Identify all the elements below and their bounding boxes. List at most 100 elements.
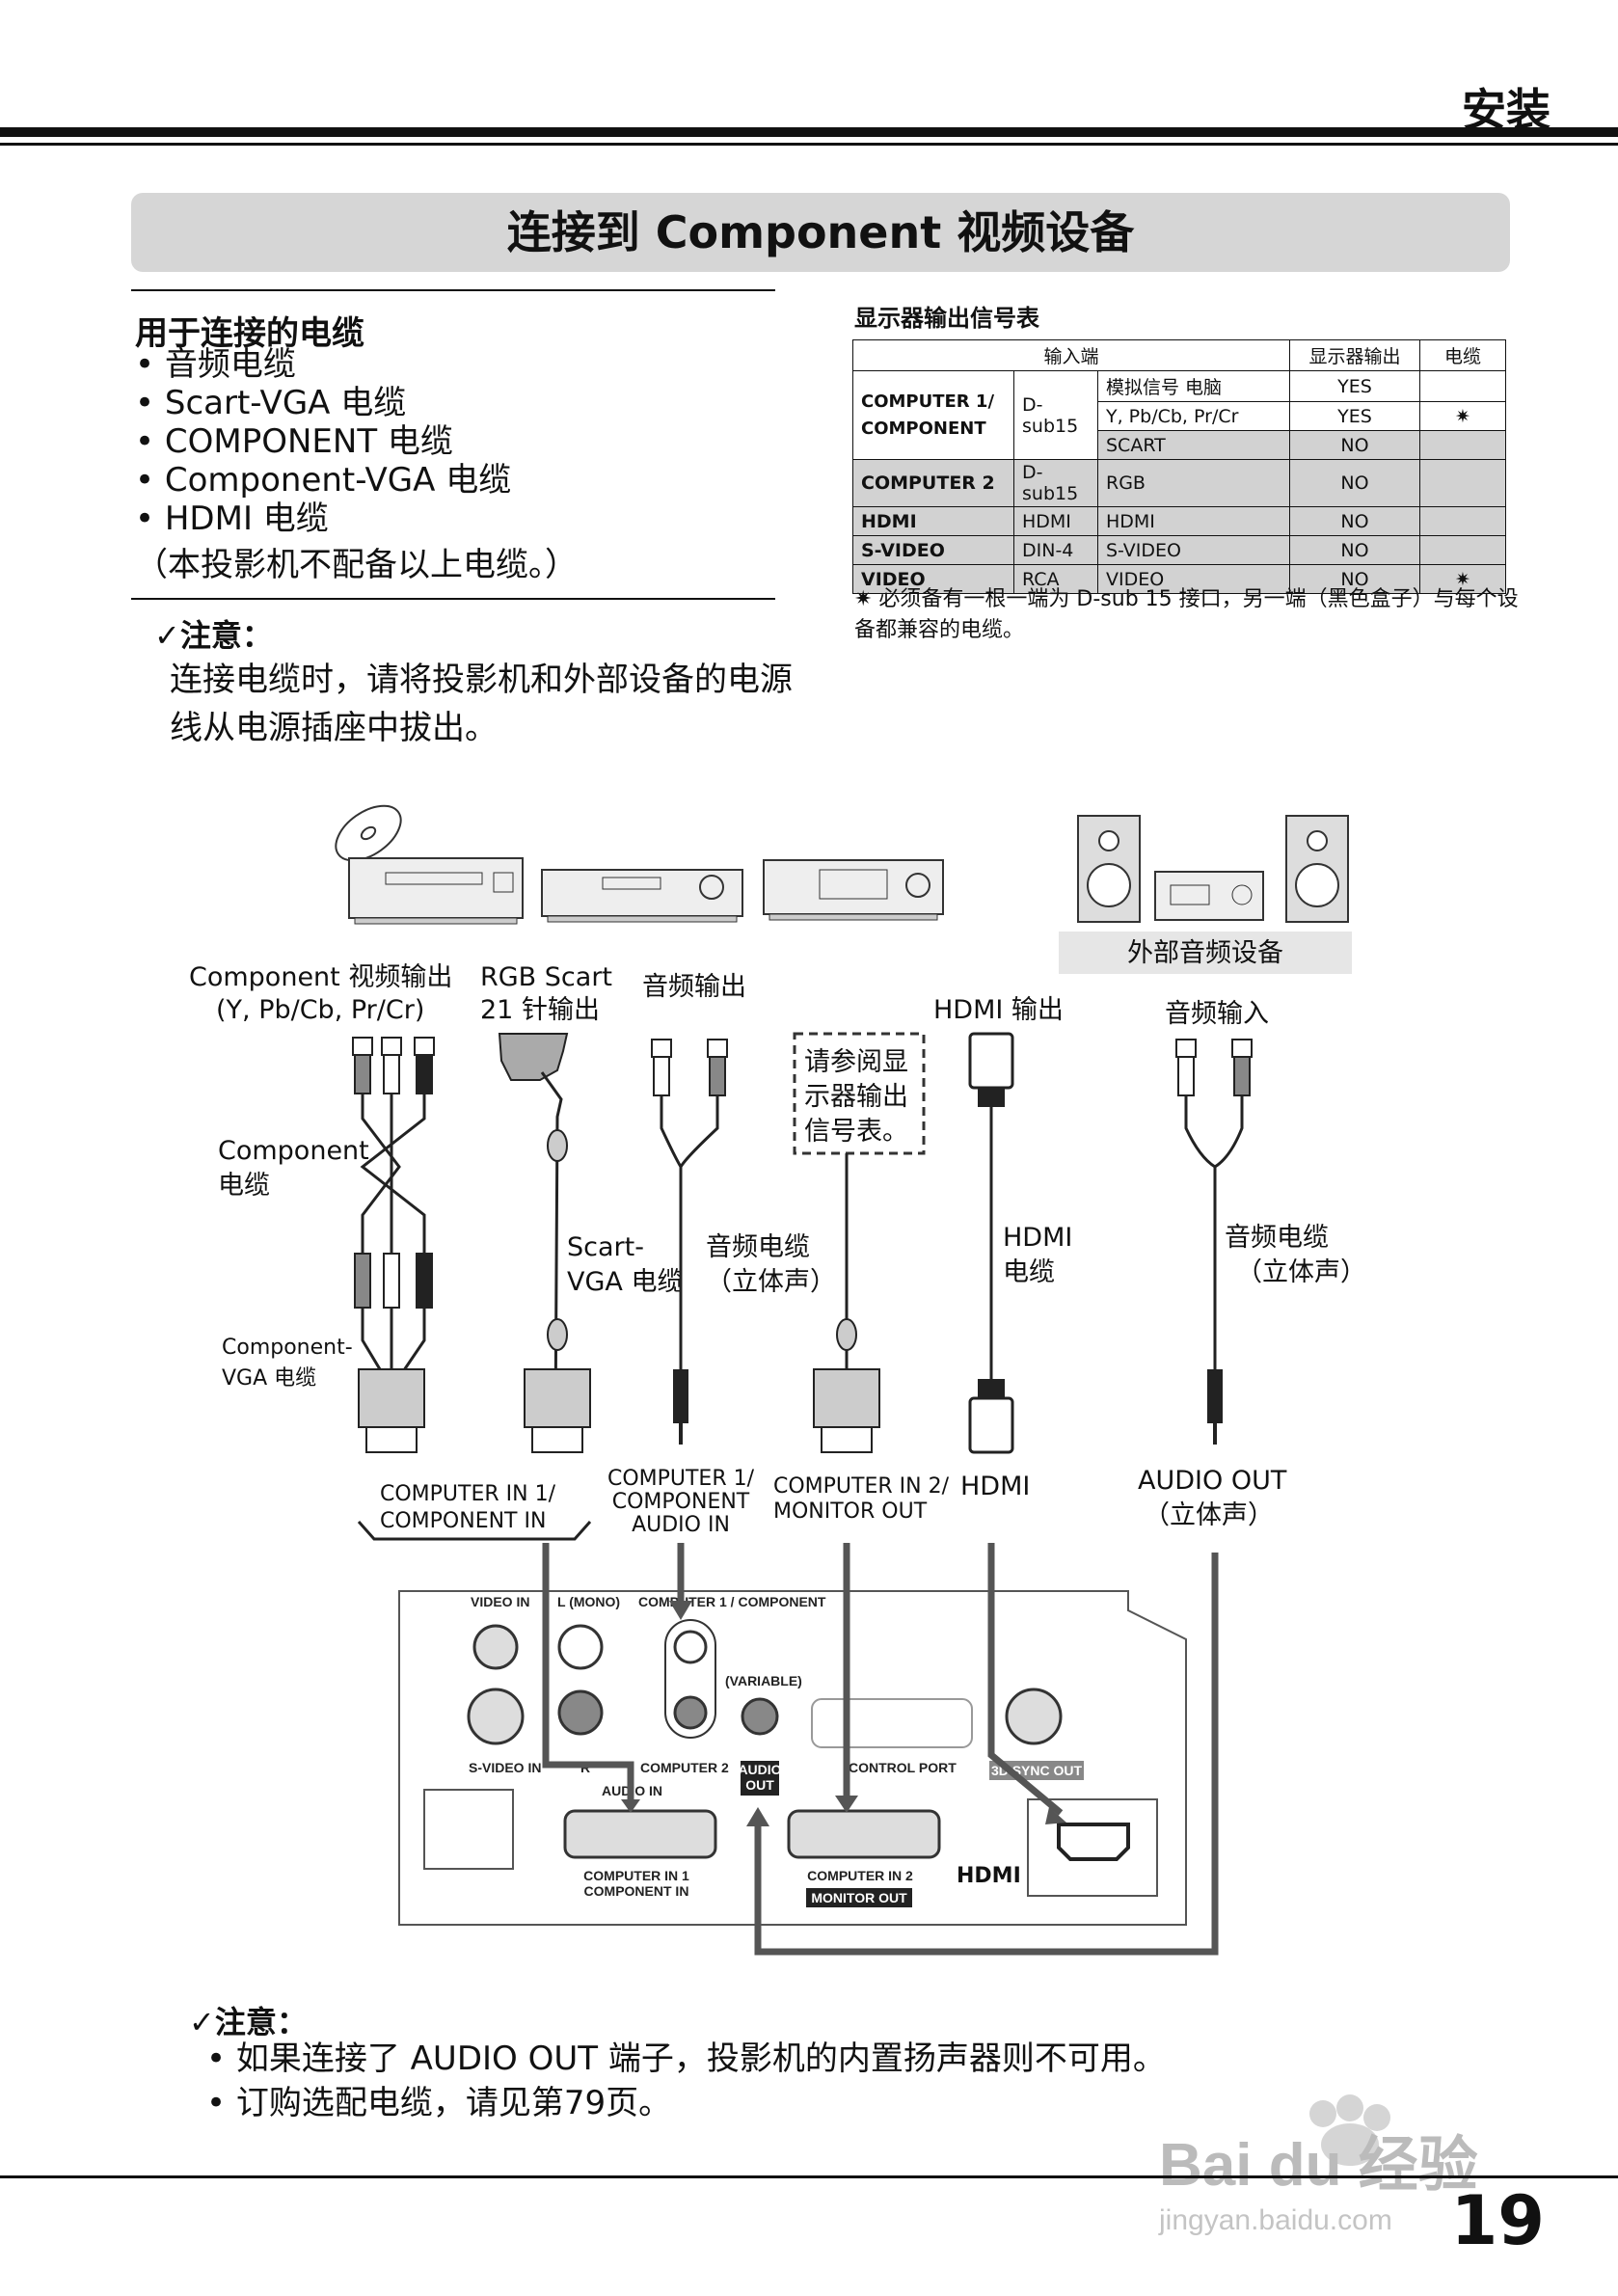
rca-plug-icon: [1232, 1040, 1252, 1057]
note-item: • 订购选配电缆，请见第79页。: [206, 2081, 1166, 2125]
computer-in2-label: COMPUTER IN 2/: [773, 1474, 950, 1499]
hdmi-plug-neck: [978, 1088, 1005, 1107]
panel-label: CONTROL PORT: [849, 1760, 957, 1775]
watermark-brand: Bai du 经验: [1159, 2132, 1478, 2199]
table-cell: [1420, 460, 1506, 507]
computer-in1-sub: COMPONENT IN: [380, 1509, 546, 1533]
comp1-audio-sub: AUDIO IN: [632, 1513, 730, 1537]
table-header-row: 输入端 显示器输出 电缆: [853, 340, 1506, 371]
table-cell: RGB: [1098, 460, 1290, 507]
control-port-icon: [812, 1699, 972, 1747]
computer-in2-port-icon: [789, 1811, 939, 1857]
rca-plug-icon: [1178, 1057, 1194, 1095]
comp1-audio-label: COMPUTER 1/: [607, 1467, 755, 1491]
scart-vga-label: Scart-: [567, 1232, 644, 1262]
table-cell: [1420, 507, 1506, 536]
note-item: • 如果连接了 AUDIO OUT 端子，投影机的内置扬声器则不可用。: [206, 2037, 1166, 2081]
audio-cable-r-sub: （立体声）: [1236, 1257, 1366, 1287]
cable-item: • HDMI 电缆: [135, 500, 511, 538]
table-cell: NO: [1290, 536, 1420, 565]
table-cell: YES: [1290, 402, 1420, 431]
audio-out-port-label: AUDIO OUT: [1138, 1466, 1287, 1496]
table-cell: NO: [1290, 460, 1420, 507]
mini-jack-tip: [679, 1423, 683, 1445]
panel-label: COMPONENT IN: [584, 1883, 689, 1899]
table-cell: D-sub15: [1014, 371, 1098, 460]
panel-label: AUDIO: [738, 1762, 781, 1777]
mini-jack-tip: [1213, 1423, 1217, 1445]
hdmi-logo: HDMI: [957, 1864, 1021, 1888]
audio-jack-icon: [675, 1632, 706, 1662]
ferrite-core-icon: [548, 1319, 567, 1350]
vcr-icon: [542, 870, 742, 922]
table-cell: S-VIDEO: [1098, 536, 1290, 565]
dvd-player-icon: [349, 858, 523, 924]
audio-cable-r-label: 音频电缆: [1225, 1223, 1329, 1253]
audio-cable-stereo: [661, 1094, 717, 1369]
audio-out-label: 音频输出: [642, 972, 746, 1002]
cable-item: • COMPONENT 电缆: [135, 422, 511, 461]
component-cable-label: Component: [218, 1136, 369, 1166]
title-banner: 连接到 Component 视频设备: [131, 193, 1510, 272]
table-cell: ✷: [1420, 402, 1506, 431]
see-table-line: 信号表。: [804, 1117, 908, 1147]
header-rule-thin: [0, 143, 1618, 146]
note-label: ✓注意：: [154, 611, 273, 656]
panel-label: COMPUTER IN 1: [583, 1868, 689, 1883]
table-footnote: ✷ 必须备有一根一端为 D-sub 15 接口，另一端（黑色盒子）与每个设备都兼…: [854, 584, 1520, 646]
table-cell: [1420, 371, 1506, 402]
hdmi-cable-label: HDMI: [1003, 1223, 1072, 1253]
audio-cable-label: 音频电缆: [706, 1232, 810, 1262]
computer-in1-port-icon: [565, 1811, 715, 1857]
divider: [131, 289, 775, 291]
table-row: COMPUTER 2 D-sub15 RGB NO: [853, 460, 1506, 507]
table-cell: HDMI: [1098, 507, 1290, 536]
component-out-label: Component 视频输出: [189, 962, 452, 992]
table-row: S-VIDEO DIN-4 S-VIDEO NO: [853, 536, 1506, 565]
table-cell: Y, Pb/Cb, Pr/Cr: [1098, 402, 1290, 431]
vga-connector-icon: [814, 1369, 879, 1452]
hdmi-plug-neck: [978, 1379, 1005, 1398]
hdmi-plug-icon: [970, 1398, 1012, 1452]
cables-note: （本投影机不配备以上电缆。）: [135, 538, 578, 585]
vga-connector-icon: [525, 1369, 590, 1452]
component-out-sub: (Y, Pb/Cb, Pr/Cr): [216, 995, 424, 1025]
rca-plug-icon: [1176, 1040, 1196, 1057]
audio-l-jack-icon: [559, 1626, 602, 1668]
computer-in1-label: COMPUTER IN 1/: [380, 1482, 556, 1506]
table-cell: DIN-4: [1014, 536, 1098, 565]
audio-out-jack-icon: [742, 1699, 777, 1734]
component-cable: [363, 1094, 424, 1389]
panel-label: VIDEO IN: [471, 1594, 529, 1609]
panel-label: (VARIABLE): [725, 1673, 802, 1688]
table-cell: HDMI: [853, 507, 1014, 536]
lan-port-icon: [424, 1790, 513, 1869]
cable-item: • Scart-VGA 电缆: [135, 384, 511, 422]
note-list: • 如果连接了 AUDIO OUT 端子，投影机的内置扬声器则不可用。 • 订购…: [206, 2037, 1166, 2125]
table-cell: [1420, 536, 1506, 565]
cable-item: • Component-VGA 电缆: [135, 461, 511, 500]
table-caption: 显示器输出信号表: [854, 299, 1039, 333]
panel-label: L (MONO): [557, 1594, 620, 1609]
component-vga-label: Component-: [222, 1336, 353, 1360]
rca-plug-icon: [1234, 1057, 1250, 1095]
mini-jack-plug-icon: [673, 1369, 688, 1423]
see-table-line: 示器输出: [804, 1082, 908, 1112]
signal-table: 输入端 显示器输出 电缆 COMPUTER 1/ COMPONENT D-sub…: [852, 339, 1506, 594]
cable-item: • 音频电缆: [135, 345, 511, 384]
scart-vga-sub: VGA 电缆: [567, 1267, 683, 1297]
vga-connector-icon: [359, 1369, 424, 1452]
panel-label: OUT: [745, 1777, 774, 1793]
table-cell: COMPUTER 2: [853, 460, 1014, 507]
computer-in2-sub: MONITOR OUT: [773, 1499, 928, 1524]
panel-label: MONITOR OUT: [811, 1890, 907, 1905]
ferrite-core-icon: [548, 1130, 567, 1161]
sync-out-jack-icon: [1007, 1689, 1061, 1743]
rgb-scart-sub: 21 针输出: [480, 995, 600, 1025]
column-header: 输入端: [853, 340, 1290, 371]
page-number: 19: [1451, 2181, 1545, 2260]
table-cell: HDMI: [1014, 507, 1098, 536]
header-rule-thick: [0, 127, 1618, 137]
table-cell: NO: [1290, 507, 1420, 536]
hdmi-cable-sub: 电缆: [1003, 1257, 1055, 1287]
